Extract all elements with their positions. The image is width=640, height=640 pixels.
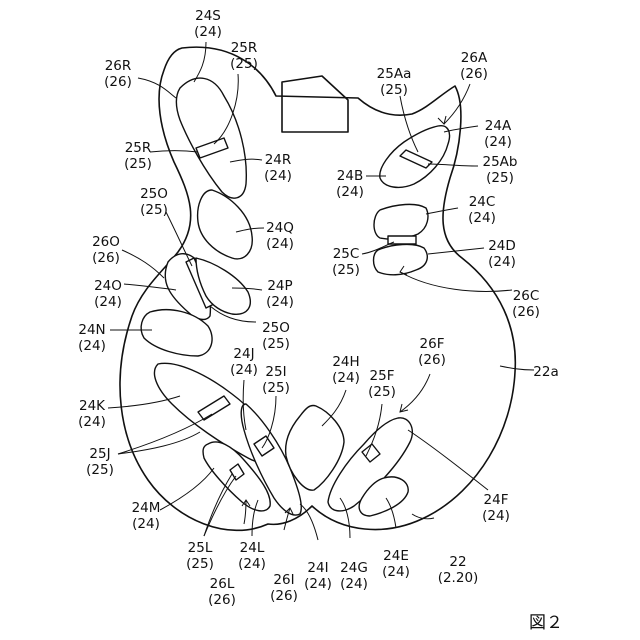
label-25F: 25F(25)	[368, 368, 396, 400]
label-24C: 24C(24)	[468, 194, 496, 226]
label-25O-top: 25O(25)	[140, 186, 168, 218]
label-24I: 24I(24)	[304, 560, 332, 592]
label-25I: 25I(25)	[262, 364, 290, 396]
label-24Q: 24Q(24)	[266, 220, 294, 252]
part-24H	[286, 405, 344, 490]
part-24D	[374, 244, 428, 274]
label-26C: 26C(26)	[512, 288, 540, 320]
label-25Ab: 25Ab(25)	[483, 154, 518, 186]
part-24Q	[198, 190, 253, 259]
label-26O: 26O(26)	[92, 234, 120, 266]
label-25L: 25L(25)	[186, 540, 214, 572]
label-24L: 24L(24)	[238, 540, 266, 572]
label-24R: 24R(24)	[264, 152, 292, 184]
label-24P: 24P(24)	[266, 278, 294, 310]
label-24H: 24H(24)	[332, 354, 360, 386]
label-25C: 25C(25)	[332, 246, 360, 278]
label-22a: 22a	[533, 364, 558, 380]
label-24K: 24K(24)	[78, 398, 106, 430]
label-24E: 24E(24)	[382, 548, 410, 580]
label-26I: 26I(26)	[270, 572, 298, 604]
part-24S	[176, 78, 246, 198]
label-25J: 25J(25)	[86, 446, 114, 478]
neck-pocket	[282, 76, 348, 132]
label-26L: 26L(26)	[208, 576, 236, 608]
label-24D: 24D(24)	[488, 238, 516, 270]
label-24A: 24A(24)	[484, 118, 512, 150]
label-26A: 26A(26)	[460, 50, 488, 82]
label-26F: 26F(26)	[418, 336, 446, 368]
label-24O: 24O(24)	[94, 278, 122, 310]
label-25R-top: 25R(25)	[230, 40, 258, 72]
label-24M: 24M(24)	[132, 500, 161, 532]
part-24C	[374, 204, 428, 239]
label-24B: 24B(24)	[336, 168, 364, 200]
label-25R: 25R(25)	[124, 140, 152, 172]
label-24J: 24J(24)	[230, 346, 258, 378]
label-24N: 24N(24)	[78, 322, 106, 354]
figure-number: 図２	[529, 613, 563, 633]
label-25O: 25O(25)	[262, 320, 290, 352]
label-26R: 26R(26)	[104, 58, 132, 90]
label-22: 22(2.20)	[438, 554, 479, 586]
label-25Aa: 25Aa(25)	[377, 66, 412, 98]
label-24G: 24G(24)	[340, 560, 368, 592]
label-24S: 24S(24)	[194, 8, 222, 40]
label-24F: 24F(24)	[482, 492, 510, 524]
